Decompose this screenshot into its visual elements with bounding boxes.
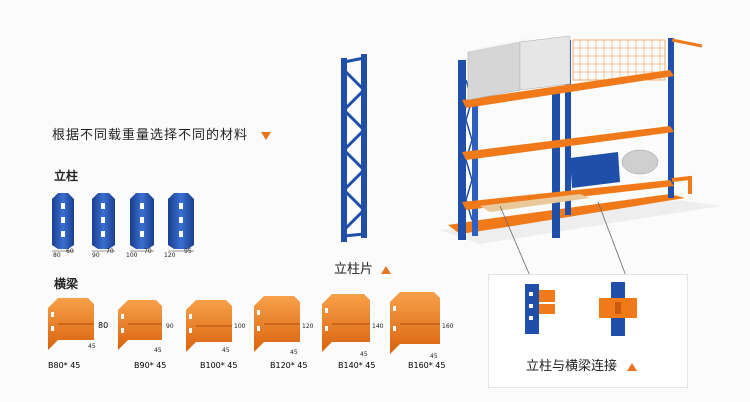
beam-3-depth: 45 xyxy=(222,347,230,354)
pallet-rack-illustration xyxy=(440,35,720,244)
connection-caption-text: 立柱与横梁连接 xyxy=(526,359,618,374)
material-heading: 根据不同载重量选择不同的材料 xyxy=(52,124,272,143)
triangle-up-icon xyxy=(381,265,392,274)
beam-profiles: 80 45 B80* 45 90 45 B90* 45 100 45 B100*… xyxy=(48,292,454,370)
connection-caption: 立柱与横梁连接 xyxy=(526,355,638,374)
pointer-lines xyxy=(499,201,627,277)
column-profile-4 xyxy=(168,193,194,252)
connection-panel xyxy=(488,274,688,388)
column-3-width: 100 xyxy=(126,252,138,259)
column-3-depth: 70 xyxy=(144,248,152,255)
column-1-width: 80 xyxy=(53,252,61,259)
connection-detail xyxy=(525,282,637,336)
beam-profile-1 xyxy=(48,298,94,350)
beam-1-depth: 45 xyxy=(88,343,96,350)
column-profile-2 xyxy=(92,193,115,252)
beam-4-depth: 45 xyxy=(290,349,298,356)
beam-4-label: B120* 45 xyxy=(270,361,307,370)
beam-6-height: 160 xyxy=(442,323,454,330)
upright-frame-caption: 立柱片 xyxy=(334,258,392,277)
beam-5-height: 140 xyxy=(372,323,384,330)
beam-profile-6 xyxy=(390,292,440,354)
beam-3-height: 100 xyxy=(234,323,246,330)
column-4-width: 120 xyxy=(164,252,176,259)
column-1-depth: 60 xyxy=(66,248,74,255)
beam-4-height: 120 xyxy=(302,323,314,330)
upright-frame xyxy=(341,54,367,242)
beam-profile-4 xyxy=(254,296,300,352)
beam-1-height: 80 xyxy=(98,321,108,330)
column-4-depth: 95 xyxy=(184,248,192,255)
beam-2-depth: 45 xyxy=(154,347,162,354)
beam-profile-3 xyxy=(186,300,232,352)
beam-profile-2 xyxy=(118,300,162,350)
column-section-title: 立柱 xyxy=(54,169,79,183)
beam-5-label: B140* 45 xyxy=(338,361,375,370)
column-profile-1 xyxy=(52,193,74,252)
beam-5-depth: 45 xyxy=(360,351,368,358)
column-profile-3 xyxy=(130,193,154,252)
beam-section-title: 横梁 xyxy=(54,277,79,291)
beam-3-label: B100* 45 xyxy=(200,361,237,370)
column-2-depth: 70 xyxy=(106,248,114,255)
beam-6-label: B160* 45 xyxy=(408,361,445,370)
triangle-up-icon xyxy=(627,362,638,371)
beam-2-label: B90* 45 xyxy=(134,361,166,370)
material-heading-text: 根据不同载重量选择不同的材料 xyxy=(52,128,249,143)
beam-2-height: 90 xyxy=(166,323,174,330)
column-profiles: 80 60 90 70 100 70 120 95 xyxy=(52,193,194,259)
column-2-width: 90 xyxy=(92,252,100,259)
beam-1-label: B80* 45 xyxy=(48,361,80,370)
beam-profile-5 xyxy=(322,294,370,352)
beam-6-depth: 45 xyxy=(430,353,438,360)
triangle-down-icon xyxy=(261,131,272,140)
upright-frame-caption-text: 立柱片 xyxy=(334,262,374,277)
